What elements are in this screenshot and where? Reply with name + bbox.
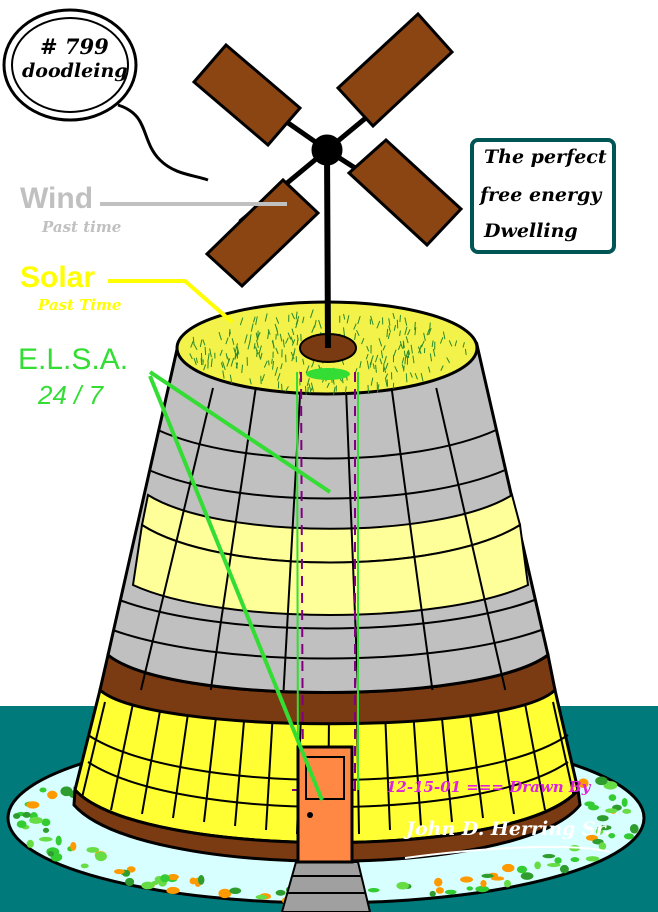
base-band [72, 786, 582, 863]
caption-line-3: Dwelling [484, 220, 578, 242]
signature-flourish [404, 845, 611, 859]
windmill-mast [324, 149, 331, 349]
solar-pointer [108, 279, 234, 324]
solar-label: Solar [20, 261, 96, 294]
cream-band-lower [131, 523, 530, 616]
tower-stone-lines [112, 387, 542, 691]
windmill-blades [191, 11, 464, 289]
elsa-shaft [292, 368, 362, 791]
elsa-sublabel: 24 / 7 [38, 380, 104, 410]
solar-sublabel: Past Time [38, 296, 122, 314]
caption-line-1: The perfect [484, 146, 607, 168]
front-path [280, 861, 372, 912]
caption-line-2: free energy [480, 184, 602, 206]
speech-bubble [2, 8, 209, 182]
wind-sublabel: Past time [42, 218, 122, 236]
elsa-pointer-lower [148, 375, 324, 801]
bubble-number: # 799 [40, 34, 109, 59]
credit-date: 12-15-01 === Drawn By [386, 778, 591, 796]
wind-label: Wind [20, 182, 94, 215]
elsa-pointer-upper [148, 370, 332, 494]
caption-box [470, 138, 616, 254]
elsa-label: E.L.S.A. [18, 343, 129, 376]
credit-signature: John D. Herring Sr. [406, 818, 611, 840]
bubble-title: doodleing [22, 60, 128, 82]
